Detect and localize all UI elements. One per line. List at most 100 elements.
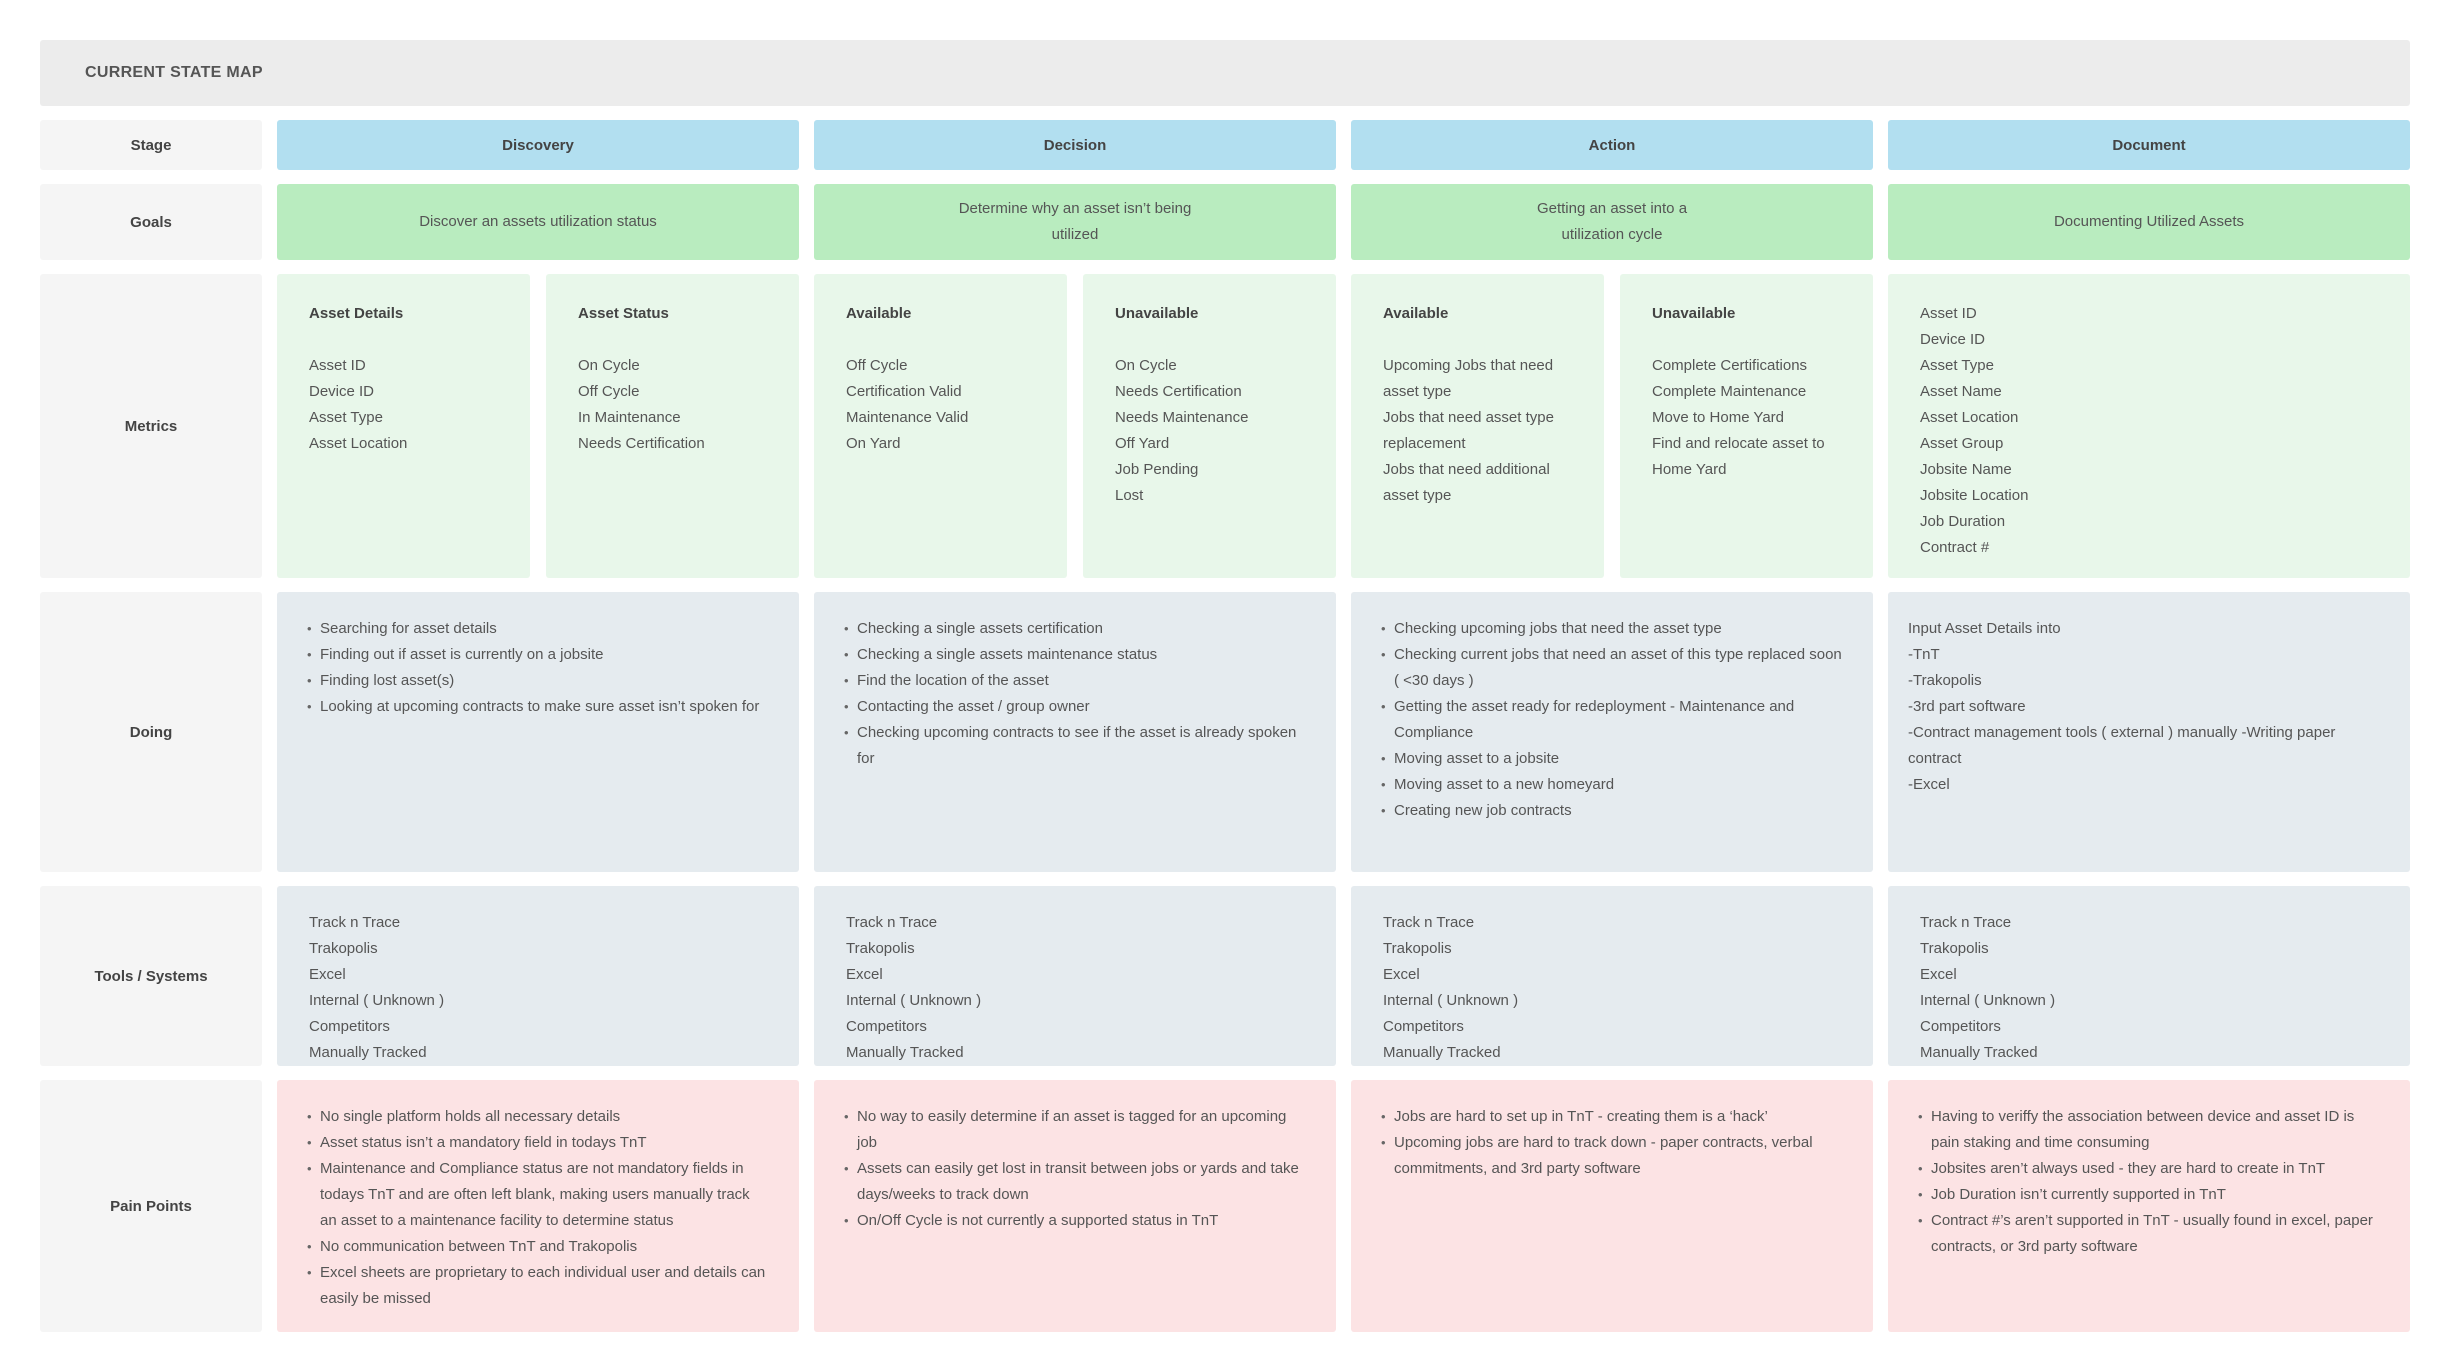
list-item: Searching for asset details xyxy=(307,616,769,642)
pain-action: Jobs are hard to set up in TnT - creatin… xyxy=(1351,1080,1873,1332)
title-bar: CURRENT STATE MAP xyxy=(40,40,2410,106)
list-item: Asset ID xyxy=(309,357,366,374)
list-item: Checking upcoming contracts to see if th… xyxy=(844,720,1306,772)
metric-heading: Asset Details xyxy=(309,305,404,322)
list-item: Input Asset Details into xyxy=(1908,620,2061,637)
goal-text: Discover an assets utilization status xyxy=(419,213,657,230)
list-item: -TnT xyxy=(1908,646,1940,663)
list-item: Upcoming Jobs that need asset type xyxy=(1383,357,1554,400)
list-item: No communication between TnT and Trakopo… xyxy=(307,1234,769,1260)
row-label-metrics: Metrics xyxy=(40,274,262,578)
row-label-doing: Doing xyxy=(40,592,262,872)
list-item: Excel xyxy=(1383,966,1420,983)
doing-list: Checking upcoming jobs that need the ass… xyxy=(1381,616,1843,824)
list-item: Internal ( Unknown ) xyxy=(846,992,982,1009)
list-item: Trakopolis xyxy=(1383,940,1452,957)
list-item: On Cycle xyxy=(1115,357,1177,374)
metric-heading: Available xyxy=(846,305,912,322)
list-item: No way to easily determine if an asset i… xyxy=(844,1104,1306,1156)
list-item: Moving asset to a new homeyard xyxy=(1381,772,1843,798)
goal-discovery: Discover an assets utilization status xyxy=(277,184,799,260)
metric-action-available: Available Upcoming Jobs that need asset … xyxy=(1351,274,1604,578)
list-item: Looking at upcoming contracts to make su… xyxy=(307,694,769,720)
list-item: Excel xyxy=(309,966,346,983)
row-label-stage: Stage xyxy=(40,120,262,170)
doing-list: Checking a single assets certificationCh… xyxy=(844,616,1306,772)
goal-decision: Determine why an asset isn’t being utili… xyxy=(814,184,1336,260)
list-item: Jobsites aren’t always used - they are h… xyxy=(1918,1156,2380,1182)
list-item: Creating new job contracts xyxy=(1381,798,1843,824)
stage-action: Action xyxy=(1351,120,1873,170)
list-item: Finding out if asset is currently on a j… xyxy=(307,642,769,668)
list-item: Off Cycle xyxy=(846,357,908,374)
list-item: Jobs are hard to set up in TnT - creatin… xyxy=(1381,1104,1843,1130)
list-item: Moving asset to a jobsite xyxy=(1381,746,1843,772)
list-item: Job Duration xyxy=(1920,513,2006,530)
list-item: Trakopolis xyxy=(846,940,915,957)
doing-discovery: Searching for asset detailsFinding out i… xyxy=(277,592,799,872)
list-item: Competitors xyxy=(846,1018,927,1035)
list-item: Internal ( Unknown ) xyxy=(1383,992,1519,1009)
list-item: Trakopolis xyxy=(309,940,378,957)
pain-decision: No way to easily determine if an asset i… xyxy=(814,1080,1336,1332)
list-item: Needs Certification xyxy=(1115,383,1242,400)
list-item: Track n Trace xyxy=(1383,914,1475,931)
doing-list: Searching for asset detailsFinding out i… xyxy=(307,616,769,720)
list-item: -Trakopolis xyxy=(1908,672,1982,689)
list-item: Internal ( Unknown ) xyxy=(309,992,445,1009)
list-item: Assets can easily get lost in transit be… xyxy=(844,1156,1306,1208)
list-item: Jobsite Location xyxy=(1920,487,2029,504)
row-label-tools: Tools / Systems xyxy=(40,886,262,1066)
goal-document: Documenting Utilized Assets xyxy=(1888,184,2410,260)
list-item: Competitors xyxy=(309,1018,390,1035)
list-item: Contacting the asset / group owner xyxy=(844,694,1306,720)
list-item: Device ID xyxy=(1920,331,1986,348)
list-item: Excel xyxy=(1920,966,1957,983)
list-item: Excel sheets are proprietary to each ind… xyxy=(307,1260,769,1312)
doing-document: Input Asset Details into -TnT -Trakopolis -… xyxy=(1888,592,2410,872)
list-item: Jobs that need additional asset type xyxy=(1383,461,1550,504)
list-item: Competitors xyxy=(1383,1018,1464,1035)
goal-text: Documenting Utilized Assets xyxy=(2053,213,2245,230)
list-item: Finding lost asset(s) xyxy=(307,668,769,694)
list-item: On Yard xyxy=(846,435,901,452)
row-label-goals: Goals xyxy=(40,184,262,260)
list-item: Excel xyxy=(846,966,883,983)
list-item: Contract #’s aren’t supported in TnT - u… xyxy=(1918,1208,2380,1260)
pain-list: Jobs are hard to set up in TnT - creatin… xyxy=(1381,1104,1843,1182)
list-item: Asset Group xyxy=(1920,435,2004,452)
list-item: Maintenance Valid xyxy=(846,409,969,426)
list-item: Competitors xyxy=(1920,1018,2001,1035)
list-item: -3rd part software xyxy=(1908,698,2026,715)
list-item: Track n Trace xyxy=(309,914,401,931)
list-item: Asset Location xyxy=(309,435,408,452)
list-item: Job Pending xyxy=(1115,461,1199,478)
stage-discovery: Discovery xyxy=(277,120,799,170)
list-item: Having to veriffy the association betwee… xyxy=(1918,1104,2380,1156)
row-label-pain-points: Pain Points xyxy=(40,1080,262,1332)
doing-action: Checking upcoming jobs that need the ass… xyxy=(1351,592,1873,872)
goal-action: Getting an asset into a utilization cycl… xyxy=(1351,184,1873,260)
list-item: Trakopolis xyxy=(1920,940,1989,957)
list-item: Manually Tracked xyxy=(846,1044,964,1061)
list-item: No single platform holds all necessary d… xyxy=(307,1104,769,1130)
goal-text: Determine why an asset isn’t being utili… xyxy=(958,200,1192,243)
list-item: Internal ( Unknown ) xyxy=(1920,992,2056,1009)
list-item: Job Duration isn’t currently supported i… xyxy=(1918,1182,2380,1208)
list-item: Track n Trace xyxy=(846,914,938,931)
list-item: Lost xyxy=(1115,487,1144,504)
list-item: Manually Tracked xyxy=(1920,1044,2038,1061)
list-item: Asset ID xyxy=(1920,305,1977,322)
list-item: Complete Maintenance xyxy=(1652,383,1807,400)
list-item: Certification Valid xyxy=(846,383,962,400)
list-item: Find the location of the asset xyxy=(844,668,1306,694)
